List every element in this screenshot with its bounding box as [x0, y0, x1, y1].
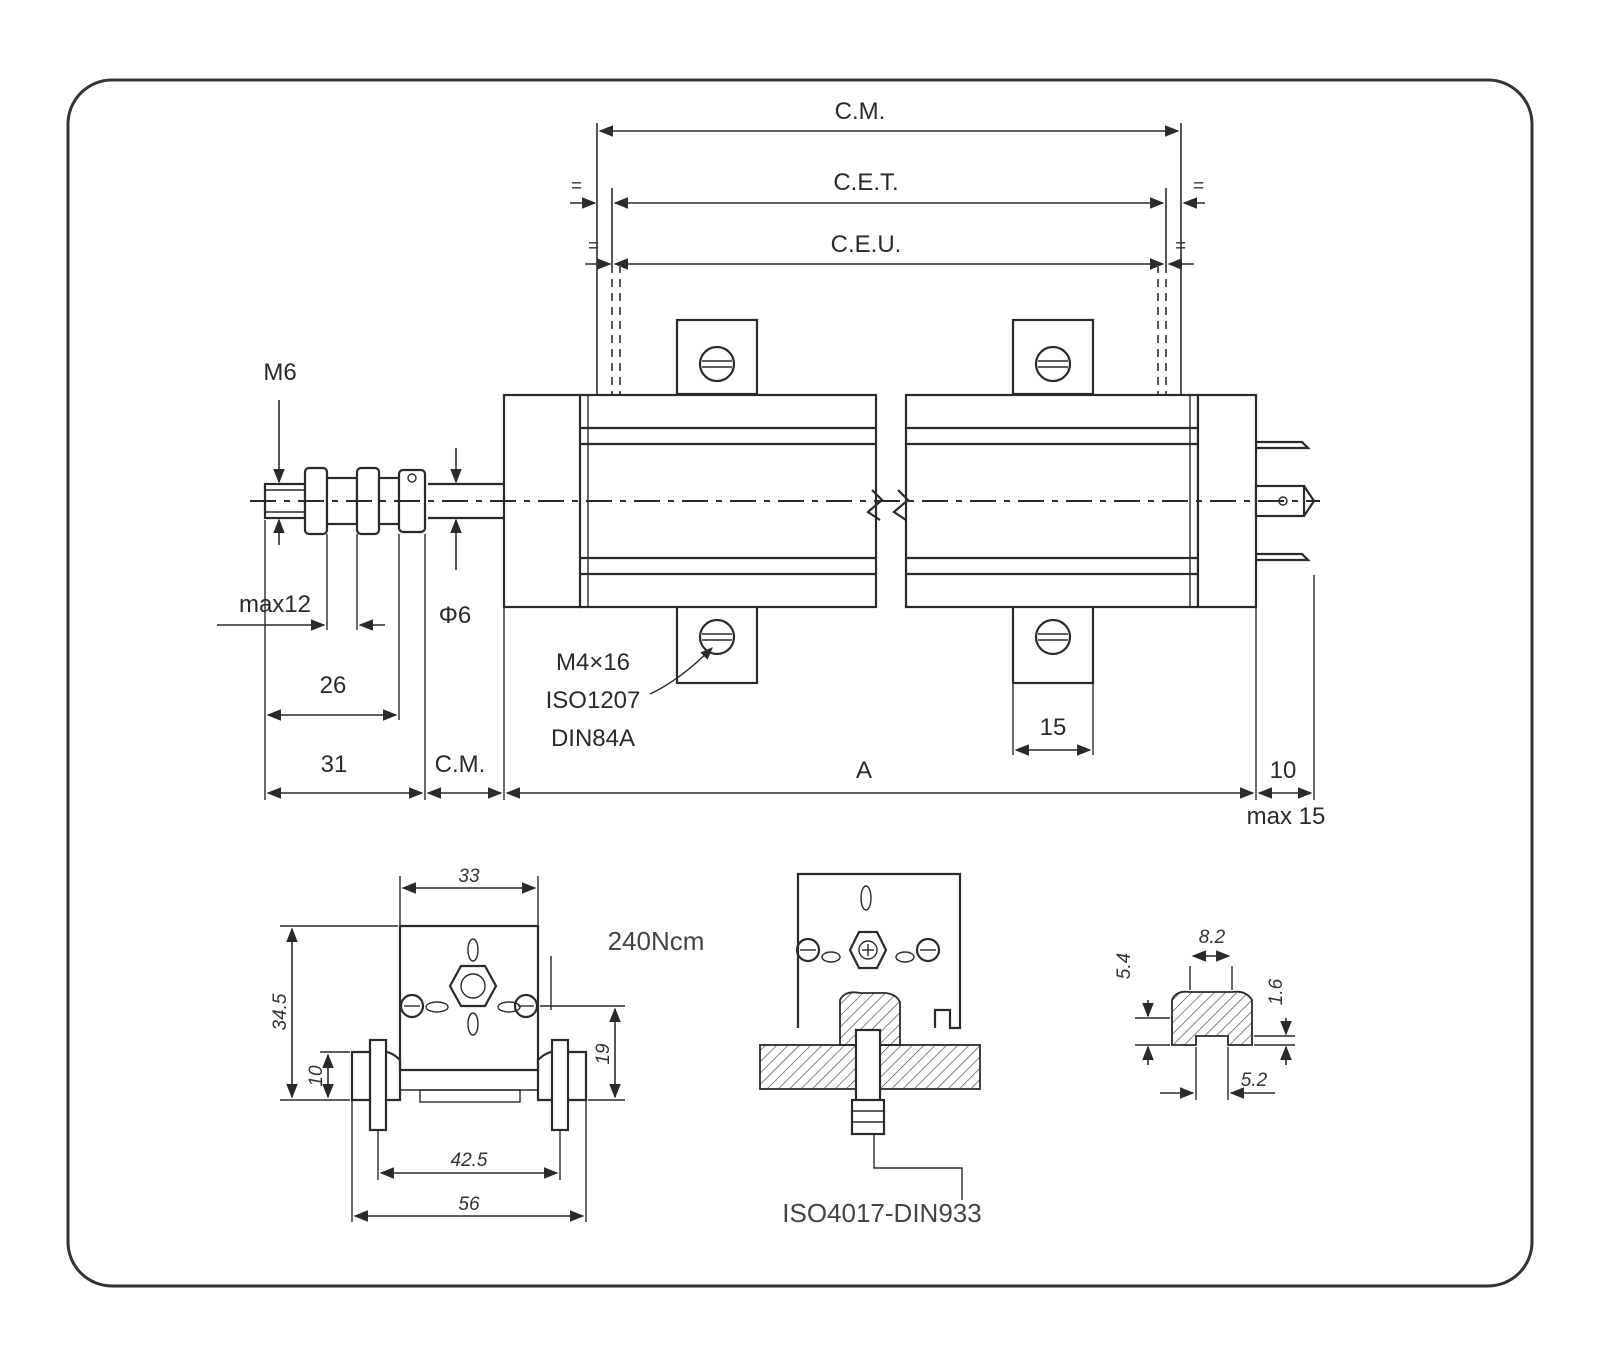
rail-profile-view [1135, 950, 1295, 1100]
label-31: 31 [321, 751, 348, 778]
label-cm-top: C.M. [835, 98, 886, 125]
svg-text:=: = [588, 236, 599, 257]
label-phi6: Φ6 [439, 602, 472, 629]
label-42-5: 42.5 [451, 1150, 488, 1171]
bolt-section-view [759, 872, 981, 1200]
label-a: A [856, 757, 872, 784]
label-screw-iso1207: ISO1207 [546, 687, 641, 714]
label-34-5: 34.5 [270, 993, 291, 1030]
label-56: 56 [458, 1194, 480, 1215]
label-m6: M6 [263, 359, 296, 386]
label-max12: max12 [239, 591, 311, 618]
label-33: 33 [458, 866, 480, 887]
label-1-6: 1.6 [1266, 978, 1287, 1005]
label-8-2: 8.2 [1199, 927, 1226, 948]
main-view: = = = = [217, 123, 1320, 800]
label-10: 10 [1270, 757, 1297, 784]
label-19: 19 [593, 1043, 614, 1065]
svg-text:=: = [571, 176, 582, 197]
label-cm-bottom: C.M. [435, 751, 486, 778]
bracket-front-view [280, 876, 625, 1222]
label-screw-m4x16: M4×16 [556, 649, 630, 676]
label-ceu: C.E.U. [831, 231, 902, 258]
label-5-2: 5.2 [1241, 1070, 1268, 1091]
label-screw-din84a: DIN84A [551, 725, 635, 752]
drawing-frame [66, 78, 1534, 1288]
label-10-bracket: 10 [306, 1065, 327, 1087]
label-26: 26 [320, 672, 347, 699]
label-max15: max 15 [1247, 803, 1326, 830]
label-bolt-standard: ISO4017-DIN933 [782, 1198, 981, 1228]
label-15: 15 [1040, 714, 1067, 741]
label-torque: 240Ncm [608, 926, 705, 956]
svg-text:=: = [1193, 176, 1204, 197]
svg-text:=: = [1175, 236, 1186, 257]
label-cet: C.E.T. [833, 169, 898, 196]
label-5-4: 5.4 [1114, 953, 1135, 979]
